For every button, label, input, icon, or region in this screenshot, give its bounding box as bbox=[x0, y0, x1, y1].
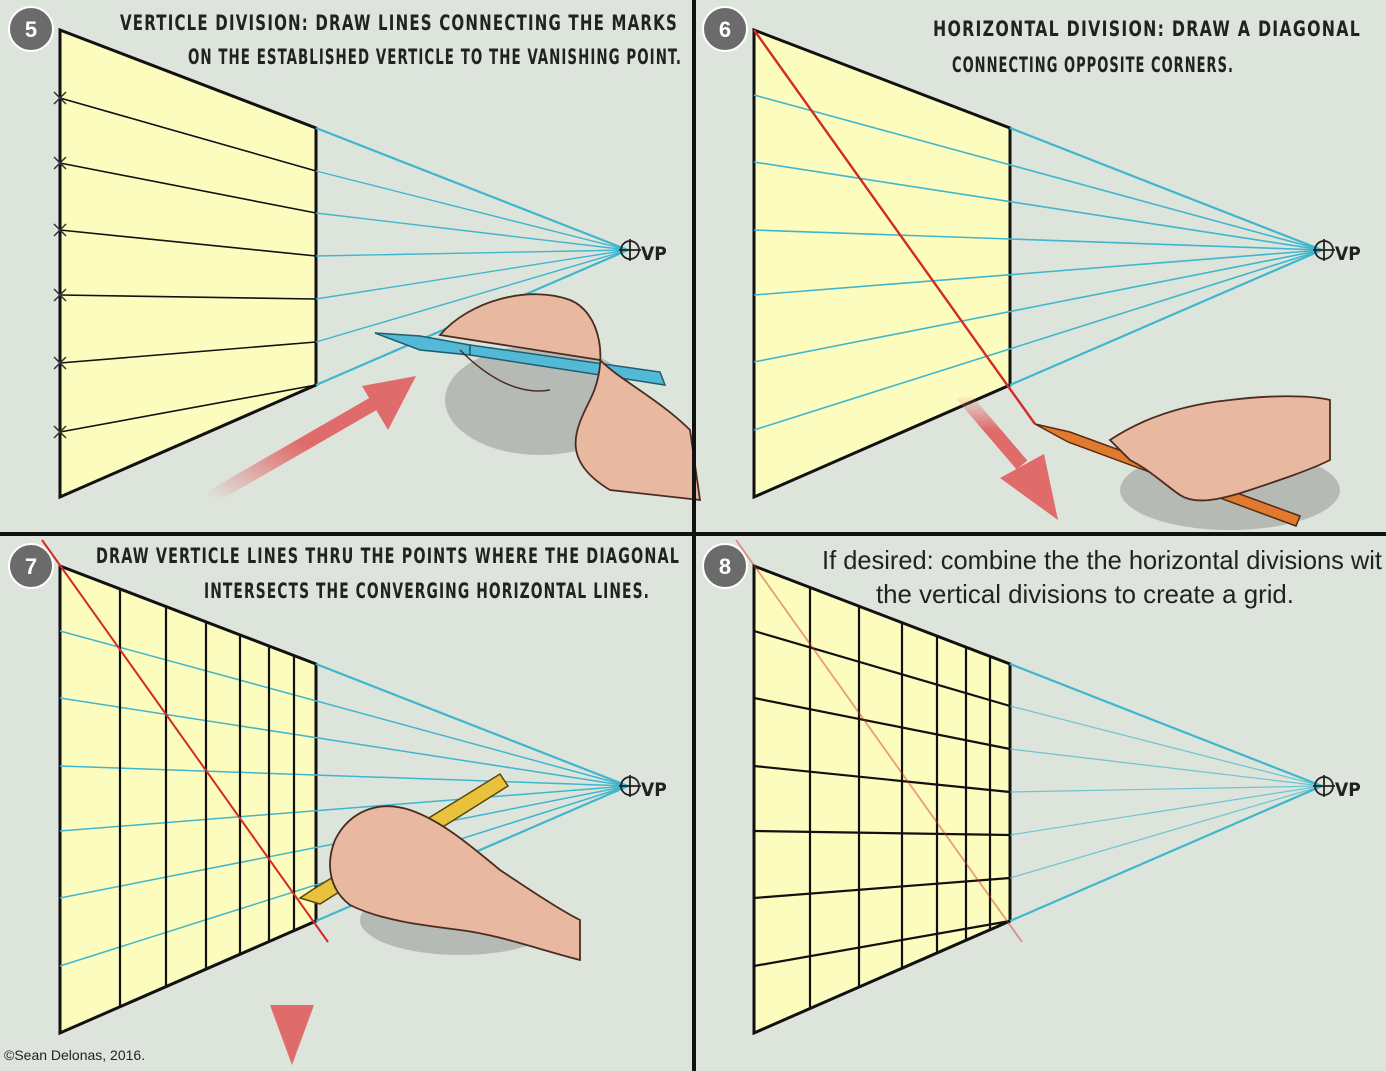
hand-with-pencil bbox=[374, 293, 702, 502]
converging-lines bbox=[315, 126, 629, 387]
vertical-division-lines bbox=[118, 589, 296, 1007]
hand-with-pencil bbox=[1034, 395, 1340, 530]
vp-label: VP bbox=[641, 243, 667, 265]
vp-label: VP bbox=[1335, 243, 1361, 265]
vanishing-point-marker bbox=[1313, 239, 1335, 261]
converging-edges bbox=[1009, 662, 1323, 923]
converging-lines bbox=[1009, 705, 1323, 879]
grid-horizontal-lines bbox=[753, 629, 1011, 968]
motion-arrow bbox=[270, 945, 314, 1065]
vanishing-point-marker bbox=[619, 775, 641, 797]
panel-title-line-1: VERTICLE DIVISION: DRAW LINES CONNECTING… bbox=[120, 11, 678, 35]
panel-title-line-1: DRAW VERTICLE LINES THRU THE POINTS WHER… bbox=[96, 544, 680, 568]
diagonal-line bbox=[735, 539, 1023, 943]
step-badge bbox=[702, 6, 748, 52]
vanishing-point-marker bbox=[1313, 775, 1335, 797]
panel-6: VP 6 HORIZONTAL DIVISION: DRAW A DIAGONA… bbox=[702, 6, 1361, 530]
step-number: 6 bbox=[719, 17, 731, 42]
panel-title-line-2: the vertical divisions to create a grid. bbox=[876, 579, 1294, 609]
panel-title-line-2: ON THE ESTABLISHED VERTICLE TO THE VANIS… bbox=[188, 45, 682, 69]
panel-title-line-1: If desired: combine the the horizontal d… bbox=[822, 545, 1383, 575]
step-number: 7 bbox=[25, 554, 37, 579]
vp-label: VP bbox=[1335, 779, 1361, 801]
diagonal-line bbox=[753, 29, 1036, 425]
step-number: 8 bbox=[719, 554, 731, 579]
step-badge bbox=[702, 543, 748, 589]
panel-8: VP 8 If desired: combine the the horizon… bbox=[702, 539, 1383, 1036]
diagonal-line bbox=[41, 539, 329, 943]
motion-arrow bbox=[206, 376, 416, 505]
division-lines bbox=[59, 97, 317, 433]
motion-arrow bbox=[956, 390, 1058, 520]
grid-vertical-lines bbox=[808, 588, 992, 1009]
panel-title-line-2: INTERSECTS THE CONVERGING HORIZONTAL LIN… bbox=[204, 579, 650, 603]
panel-5: VP 5 VERTICLE DIVISION: DRAW LINES CONNE… bbox=[8, 6, 702, 505]
tick-marks bbox=[53, 91, 67, 439]
step-badge bbox=[8, 6, 54, 52]
panel-7: VP 7 DRAW VERTICLE LINES THRU THE POINTS… bbox=[4, 539, 680, 1065]
step-badge bbox=[8, 543, 54, 589]
vp-label: VP bbox=[641, 779, 667, 801]
vanishing-point-marker bbox=[619, 239, 641, 261]
panel-title-line-2: CONNECTING OPPOSITE CORNERS. bbox=[952, 53, 1234, 77]
step-number: 5 bbox=[25, 17, 37, 42]
copyright-credit: ©Sean Delonas, 2016. bbox=[4, 1047, 145, 1063]
panel-title-line-1: HORIZONTAL DIVISION: DRAW A DIAGONAL bbox=[933, 17, 1361, 41]
hand-with-pencil bbox=[298, 772, 581, 962]
converging-lines bbox=[753, 94, 1323, 431]
